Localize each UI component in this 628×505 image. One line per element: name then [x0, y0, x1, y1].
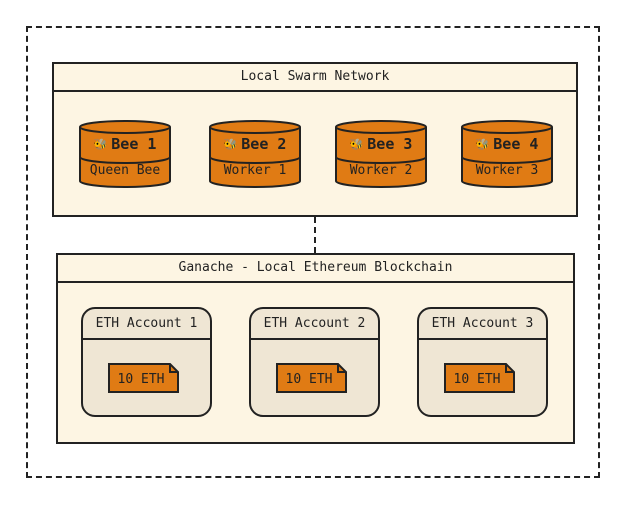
bee-node-3: 🐝Bee 3 Worker 2	[334, 120, 428, 188]
bee-node-role: Queen Bee	[89, 163, 161, 178]
bee-node-role: Worker 2	[349, 163, 413, 178]
bee-icon: 🐝	[349, 138, 364, 151]
bee-node-4: 🐝Bee 4 Worker 3	[460, 120, 554, 188]
eth-balance-note: 10 ETH	[108, 363, 180, 393]
eth-balance: 10 ETH	[453, 372, 501, 387]
eth-balance-note: 10 ETH	[276, 363, 348, 393]
bee-node-name: Bee 1	[111, 135, 157, 153]
bee-icon: 🐝	[223, 138, 238, 151]
eth-account-label: ETH Account 1	[83, 309, 210, 340]
bee-node-role: Worker 3	[475, 163, 539, 178]
eth-account-1: ETH Account 1 10 ETH	[81, 307, 212, 417]
bee-node-name: Bee 2	[241, 135, 287, 153]
eth-account-2: ETH Account 2 10 ETH	[249, 307, 380, 417]
bee-node-name: Bee 3	[367, 135, 413, 153]
outer-boundary	[26, 26, 600, 478]
swarm-network-title: Local Swarm Network	[54, 64, 576, 92]
bee-node-role: Worker 1	[223, 163, 287, 178]
eth-balance-note: 10 ETH	[444, 363, 516, 393]
eth-account-label: ETH Account 3	[419, 309, 546, 340]
network-connector	[314, 217, 316, 253]
bee-icon: 🐝	[93, 138, 108, 151]
bee-node-name: Bee 4	[493, 135, 539, 153]
eth-account-3: ETH Account 3 10 ETH	[417, 307, 548, 417]
bee-icon: 🐝	[475, 138, 490, 151]
ganache-blockchain-title: Ganache - Local Ethereum Blockchain	[58, 255, 573, 283]
bee-node-1: 🐝Bee 1 Queen Bee	[78, 120, 172, 188]
eth-account-label: ETH Account 2	[251, 309, 378, 340]
bee-node-2: 🐝Bee 2 Worker 1	[208, 120, 302, 188]
eth-balance: 10 ETH	[285, 372, 333, 387]
eth-balance: 10 ETH	[117, 372, 165, 387]
